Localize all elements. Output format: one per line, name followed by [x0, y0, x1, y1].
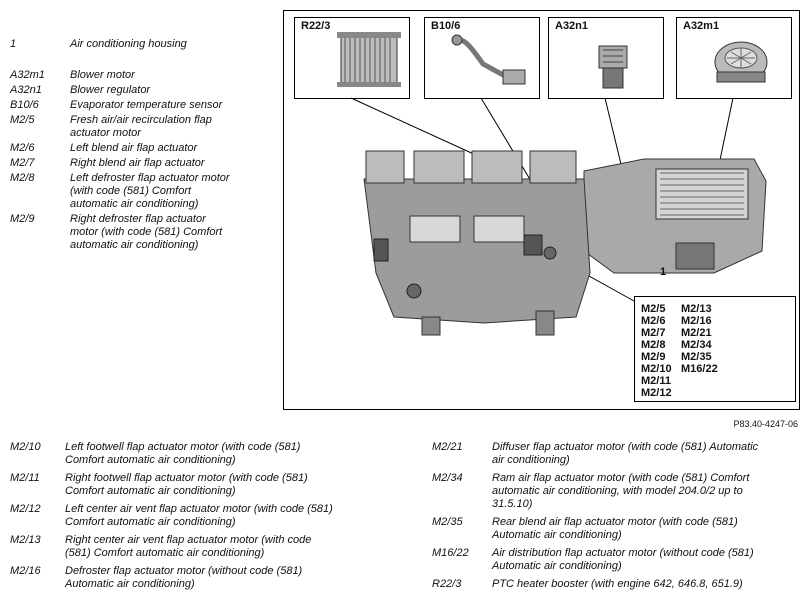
code-box-entry: M2/16	[681, 315, 712, 327]
legend-description: Right blend air flap actuator	[70, 157, 205, 169]
code-box-entry: M2/12	[641, 387, 672, 399]
legend-description: Blower motor	[70, 69, 135, 81]
legend-description: Blower regulator	[70, 84, 151, 96]
legend-code: M2/10	[10, 441, 41, 453]
code-box-entry: M2/7	[641, 327, 666, 339]
blower-motor-icon	[714, 41, 768, 83]
inset-label: A32m1	[683, 20, 720, 32]
legend-code: M2/11	[10, 472, 40, 484]
code-box-entry: M2/10	[641, 363, 672, 375]
ptc-heater-icon	[337, 32, 401, 87]
legend-description: Left footwell flap actuator motor (with …	[65, 441, 301, 466]
legend-description: Ram air flap actuator motor (with code (…	[492, 472, 750, 510]
legend-code: M2/9	[10, 213, 35, 225]
code-box-entry: M2/8	[641, 339, 666, 351]
code-box-entry: M2/13	[681, 303, 712, 315]
code-box-entry: M16/22	[681, 363, 718, 375]
code-box-entry: M2/5	[641, 303, 666, 315]
legend-code: 1	[10, 38, 17, 50]
legend-code: M2/7	[10, 157, 35, 169]
code-box-entry: M2/21	[681, 327, 712, 339]
legend-code: A32m1	[10, 69, 45, 81]
legend-code: M2/16	[10, 565, 41, 577]
legend-code: M2/34	[432, 472, 463, 484]
legend-description: Right center air vent flap actuator moto…	[65, 534, 312, 559]
legend-description: Defroster flap actuator motor (without c…	[65, 565, 303, 590]
blower-regulator-icon	[598, 45, 628, 89]
temperature-sensor-icon	[451, 34, 526, 85]
code-box-entry: M2/34	[681, 339, 712, 351]
legend-code: R22/3	[432, 578, 462, 590]
inset-label: B10/6	[431, 20, 461, 32]
legend-code: M16/22	[432, 547, 469, 559]
legend-description: PTC heater booster (with engine 642, 646…	[492, 578, 743, 590]
legend-description: Diffuser flap actuator motor (with code …	[492, 441, 759, 466]
legend-description: Evaporator temperature sensor	[70, 99, 223, 111]
legend-description: Air conditioning housing	[70, 38, 187, 50]
inset-a32m1: A32m1	[676, 17, 792, 99]
figure-id: P83.40-4247-06	[733, 419, 798, 429]
legend-description: Left blend air flap actuator	[70, 142, 198, 154]
figure-frame: R22/3 B10/6 A32n1	[283, 10, 800, 410]
legend-description: Rear blend air flap actuator motor (with…	[492, 516, 738, 541]
code-box-entry: M2/35	[681, 351, 712, 363]
hvac-housing-illustration	[350, 97, 775, 355]
legend-code: B10/6	[10, 99, 39, 111]
legend-code: M2/8	[10, 172, 35, 184]
inset-b10-6: B10/6	[424, 17, 540, 99]
code-box-entry: M2/6	[641, 315, 666, 327]
legend-description: Left defroster flap actuator motor(with …	[70, 172, 230, 210]
code-box-entry: M2/9	[641, 351, 666, 363]
legend-code: M2/21	[432, 441, 463, 453]
inset-label: A32n1	[555, 20, 589, 32]
callout-1-label: 1	[660, 266, 667, 278]
legend-description: Right footwell flap actuator motor (with…	[65, 472, 308, 497]
legend-code: M2/35	[432, 516, 463, 528]
legend-code: M2/6	[10, 142, 35, 154]
inset-label: R22/3	[301, 20, 331, 32]
legend-code: M2/5	[10, 114, 35, 126]
legend-description: Left center air vent flap actuator motor…	[65, 503, 333, 528]
legend-code: M2/12	[10, 503, 41, 515]
legend-code: A32n1	[10, 84, 42, 96]
code-box-entry: M2/11	[641, 375, 671, 387]
legend-code: M2/13	[10, 534, 41, 546]
legend-description: Air distribution flap actuator motor (wi…	[492, 547, 754, 572]
inset-a32n1: A32n1	[548, 17, 664, 99]
